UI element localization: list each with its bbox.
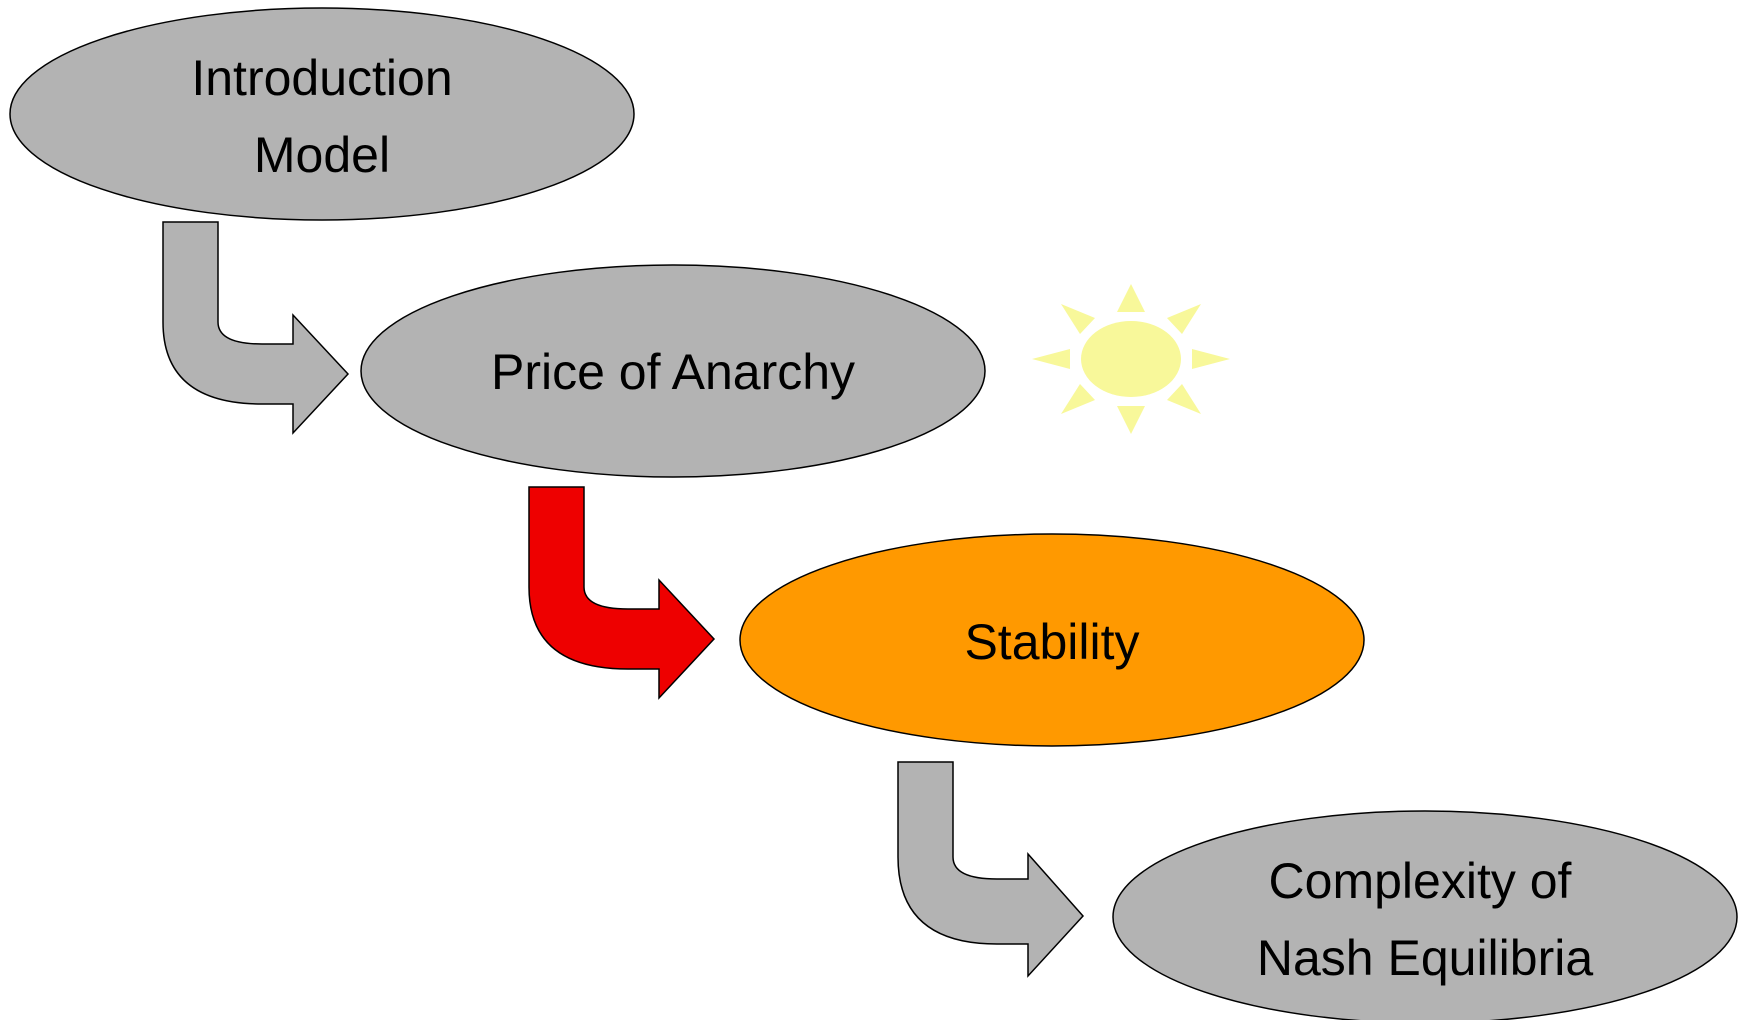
- arrow-introduction-to-price-of-anarchy: [162, 221, 350, 435]
- arrow-stability-to-complexity: [897, 761, 1085, 978]
- node-complexity: [1112, 810, 1738, 1020]
- node-introduction-label-line-1: Introduction: [191, 50, 452, 106]
- arrow-price-of-anarchy-to-stability: [528, 486, 716, 700]
- node-stability-label: Stability: [964, 614, 1139, 670]
- node-complexity-label-line-1: Complexity of: [1269, 853, 1572, 909]
- node-stability: [739, 533, 1365, 747]
- node-price-of-anarchy: [360, 264, 986, 478]
- node-price-of-anarchy-label: Price of Anarchy: [491, 344, 855, 400]
- sun-icon: [1032, 284, 1230, 434]
- node-complexity-label-line-2: Nash Equilibria: [1257, 930, 1593, 986]
- node-introduction: [9, 7, 635, 221]
- node-introduction-label-line-2: Model: [254, 127, 390, 183]
